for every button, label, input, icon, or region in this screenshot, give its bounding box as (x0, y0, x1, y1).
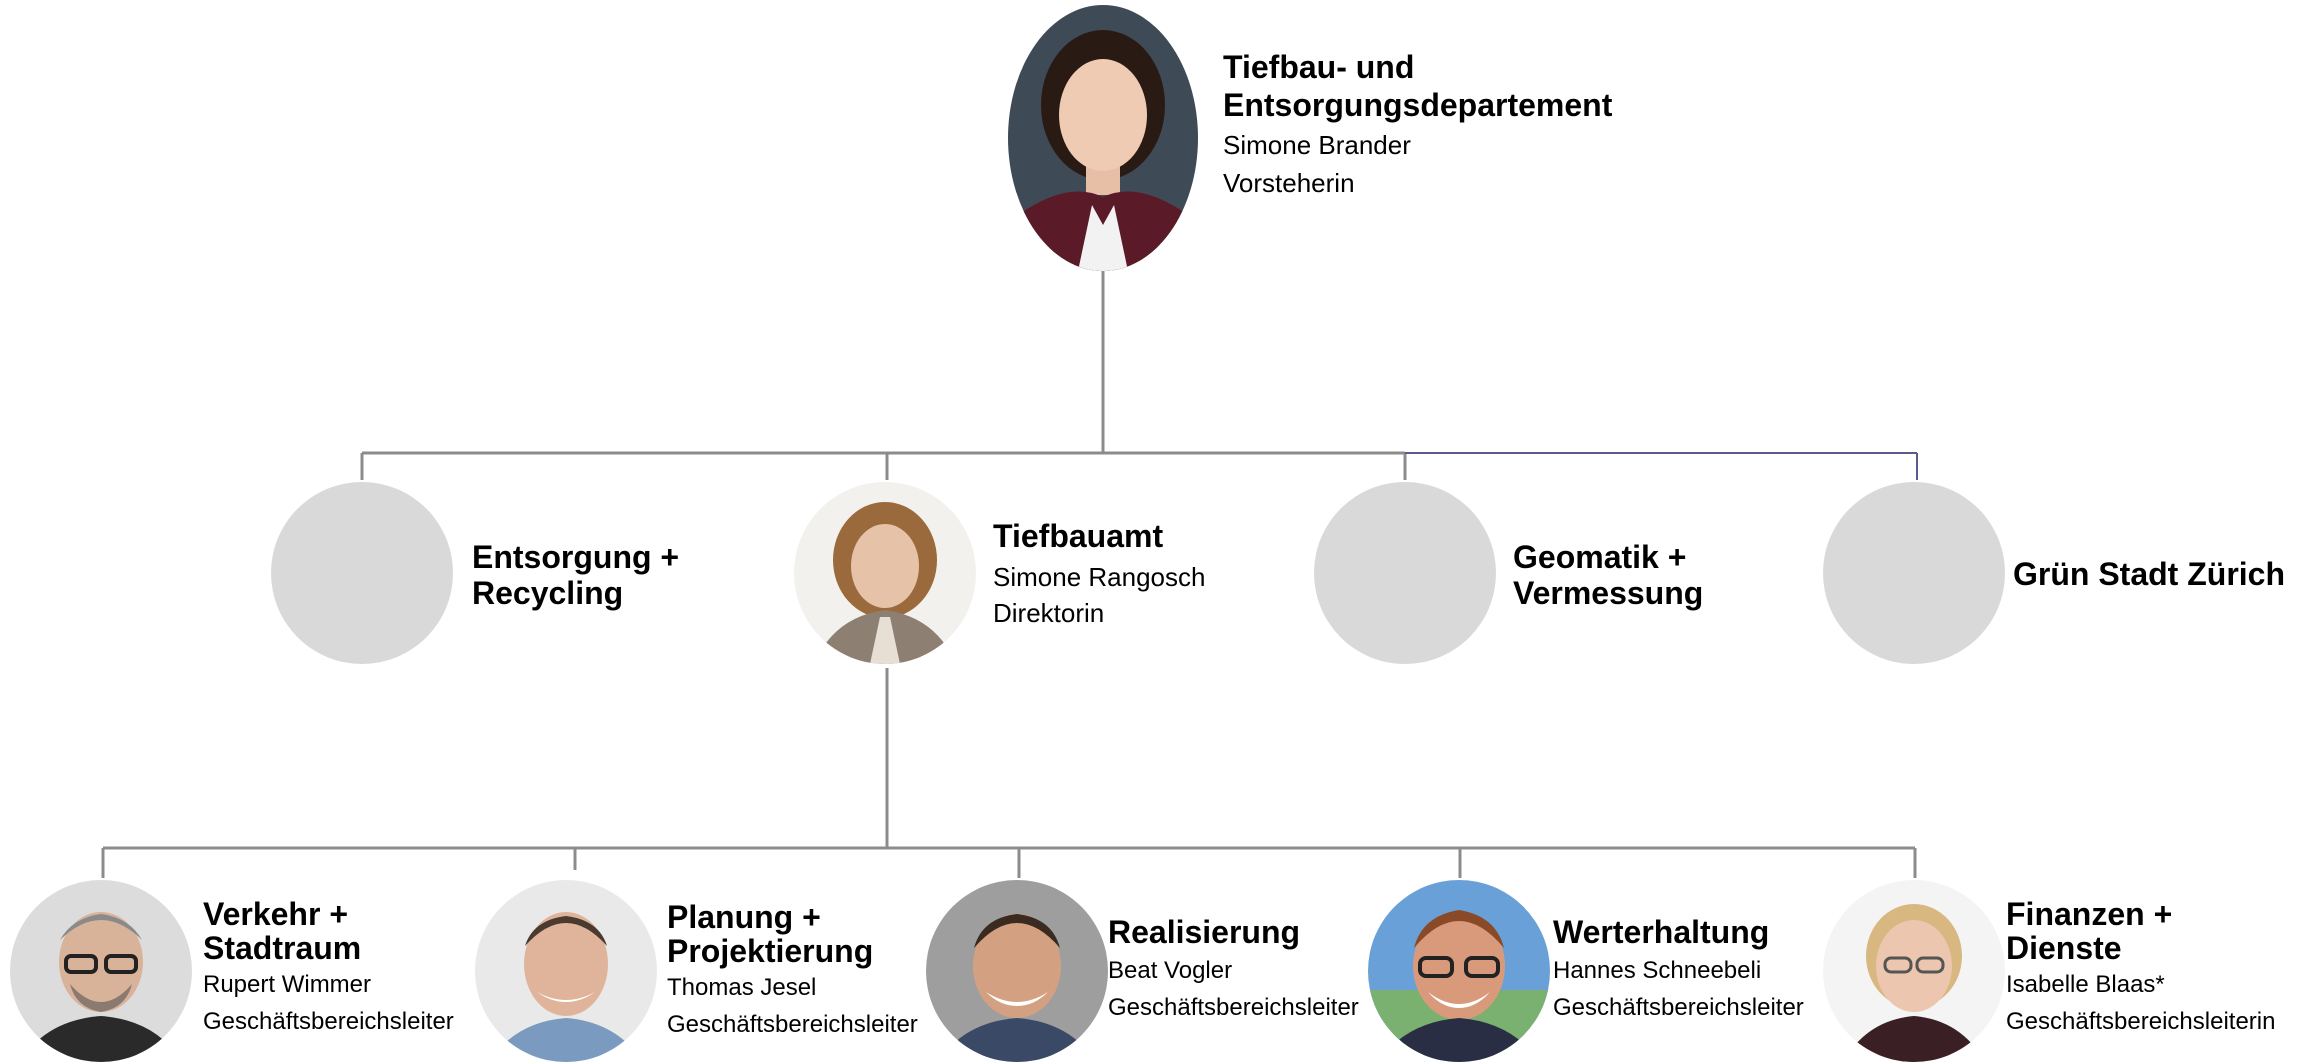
entsorgung-recycling-placeholder (271, 482, 453, 664)
simone-brander-photo (1008, 5, 1198, 271)
verkehr-stadtraum-name: Rupert Wimmer (203, 971, 372, 998)
finanzen-dienste-name: Isabelle Blaas* (2006, 971, 2165, 998)
simone-rangosch-photo (794, 482, 976, 664)
planung-projektierung-role: Geschäftsbereichsleiter (667, 1011, 918, 1038)
thomas-jesel-photo (475, 880, 657, 1062)
top-name: Simone Brander (1223, 130, 1411, 160)
realisierung-title: Realisierung (1108, 914, 1301, 950)
verkehr-stadtraum-label: Verkehr + Stadtraum Rupert Wimmer Geschä… (203, 897, 454, 1034)
top-role: Vorsteherin (1223, 168, 1355, 198)
werterhaltung-label: Werterhaltung Hannes Schneebeli Geschäft… (1553, 915, 1804, 1020)
finanzen-dienste-title: Finanzen + Dienste (2006, 896, 2173, 966)
tiefbauamt-label: Tiefbauamt Simone Rangosch Direktorin (993, 518, 1205, 626)
werterhaltung-title: Werterhaltung (1553, 914, 1770, 950)
gruen-stadt-zuerich-label: Grün Stadt Zürich (2013, 556, 2285, 592)
top-label: Tiefbau- und Entsorgungsdepartement Simo… (1223, 48, 1612, 196)
tiefbauamt-title: Tiefbauamt (993, 518, 1164, 554)
realisierung-role: Geschäftsbereichsleiter (1108, 994, 1359, 1021)
geomatik-vermessung-placeholder (1314, 482, 1496, 664)
tiefbauamt-role: Direktorin (993, 598, 1105, 628)
gruen-stadt-zuerich-placeholder (1823, 482, 2005, 664)
verkehr-stadtraum-role: Geschäftsbereichsleiter (203, 1008, 454, 1035)
verkehr-stadtraum-title: Verkehr + Stadtraum (203, 896, 362, 966)
geomatik-vermessung-label: Geomatik + Vermessung (1513, 539, 1703, 611)
realisierung-name: Beat Vogler (1108, 957, 1233, 984)
entsorgung-recycling-title: Entsorgung + Recycling (472, 539, 680, 611)
planung-projektierung-name: Thomas Jesel (667, 974, 817, 1001)
gruen-stadt-zuerich-title: Grün Stadt Zürich (2013, 556, 2285, 592)
geomatik-vermessung-title: Geomatik + Vermessung (1513, 539, 1704, 611)
entsorgung-recycling-label: Entsorgung + Recycling (472, 539, 679, 611)
planung-projektierung-title: Planung + Projektierung (667, 899, 874, 969)
tiefbauamt-name: Simone Rangosch (993, 562, 1206, 592)
werterhaltung-role: Geschäftsbereichsleiter (1553, 994, 1804, 1021)
isabelle-blaas-photo (1823, 880, 2005, 1062)
finanzen-dienste-role: Geschäftsbereichsleiterin (2006, 1008, 2276, 1035)
hannes-schneebeli-photo (1368, 880, 1550, 1062)
top-title: Tiefbau- und Entsorgungsdepartement (1223, 49, 1613, 123)
realisierung-label: Realisierung Beat Vogler Geschäftsbereic… (1108, 915, 1359, 1020)
planung-projektierung-label: Planung + Projektierung Thomas Jesel Ges… (667, 900, 918, 1037)
beat-vogler-photo (926, 880, 1108, 1062)
rupert-wimmer-photo (10, 880, 192, 1062)
werterhaltung-name: Hannes Schneebeli (1553, 957, 1762, 984)
finanzen-dienste-label: Finanzen + Dienste Isabelle Blaas* Gesch… (2006, 897, 2275, 1034)
